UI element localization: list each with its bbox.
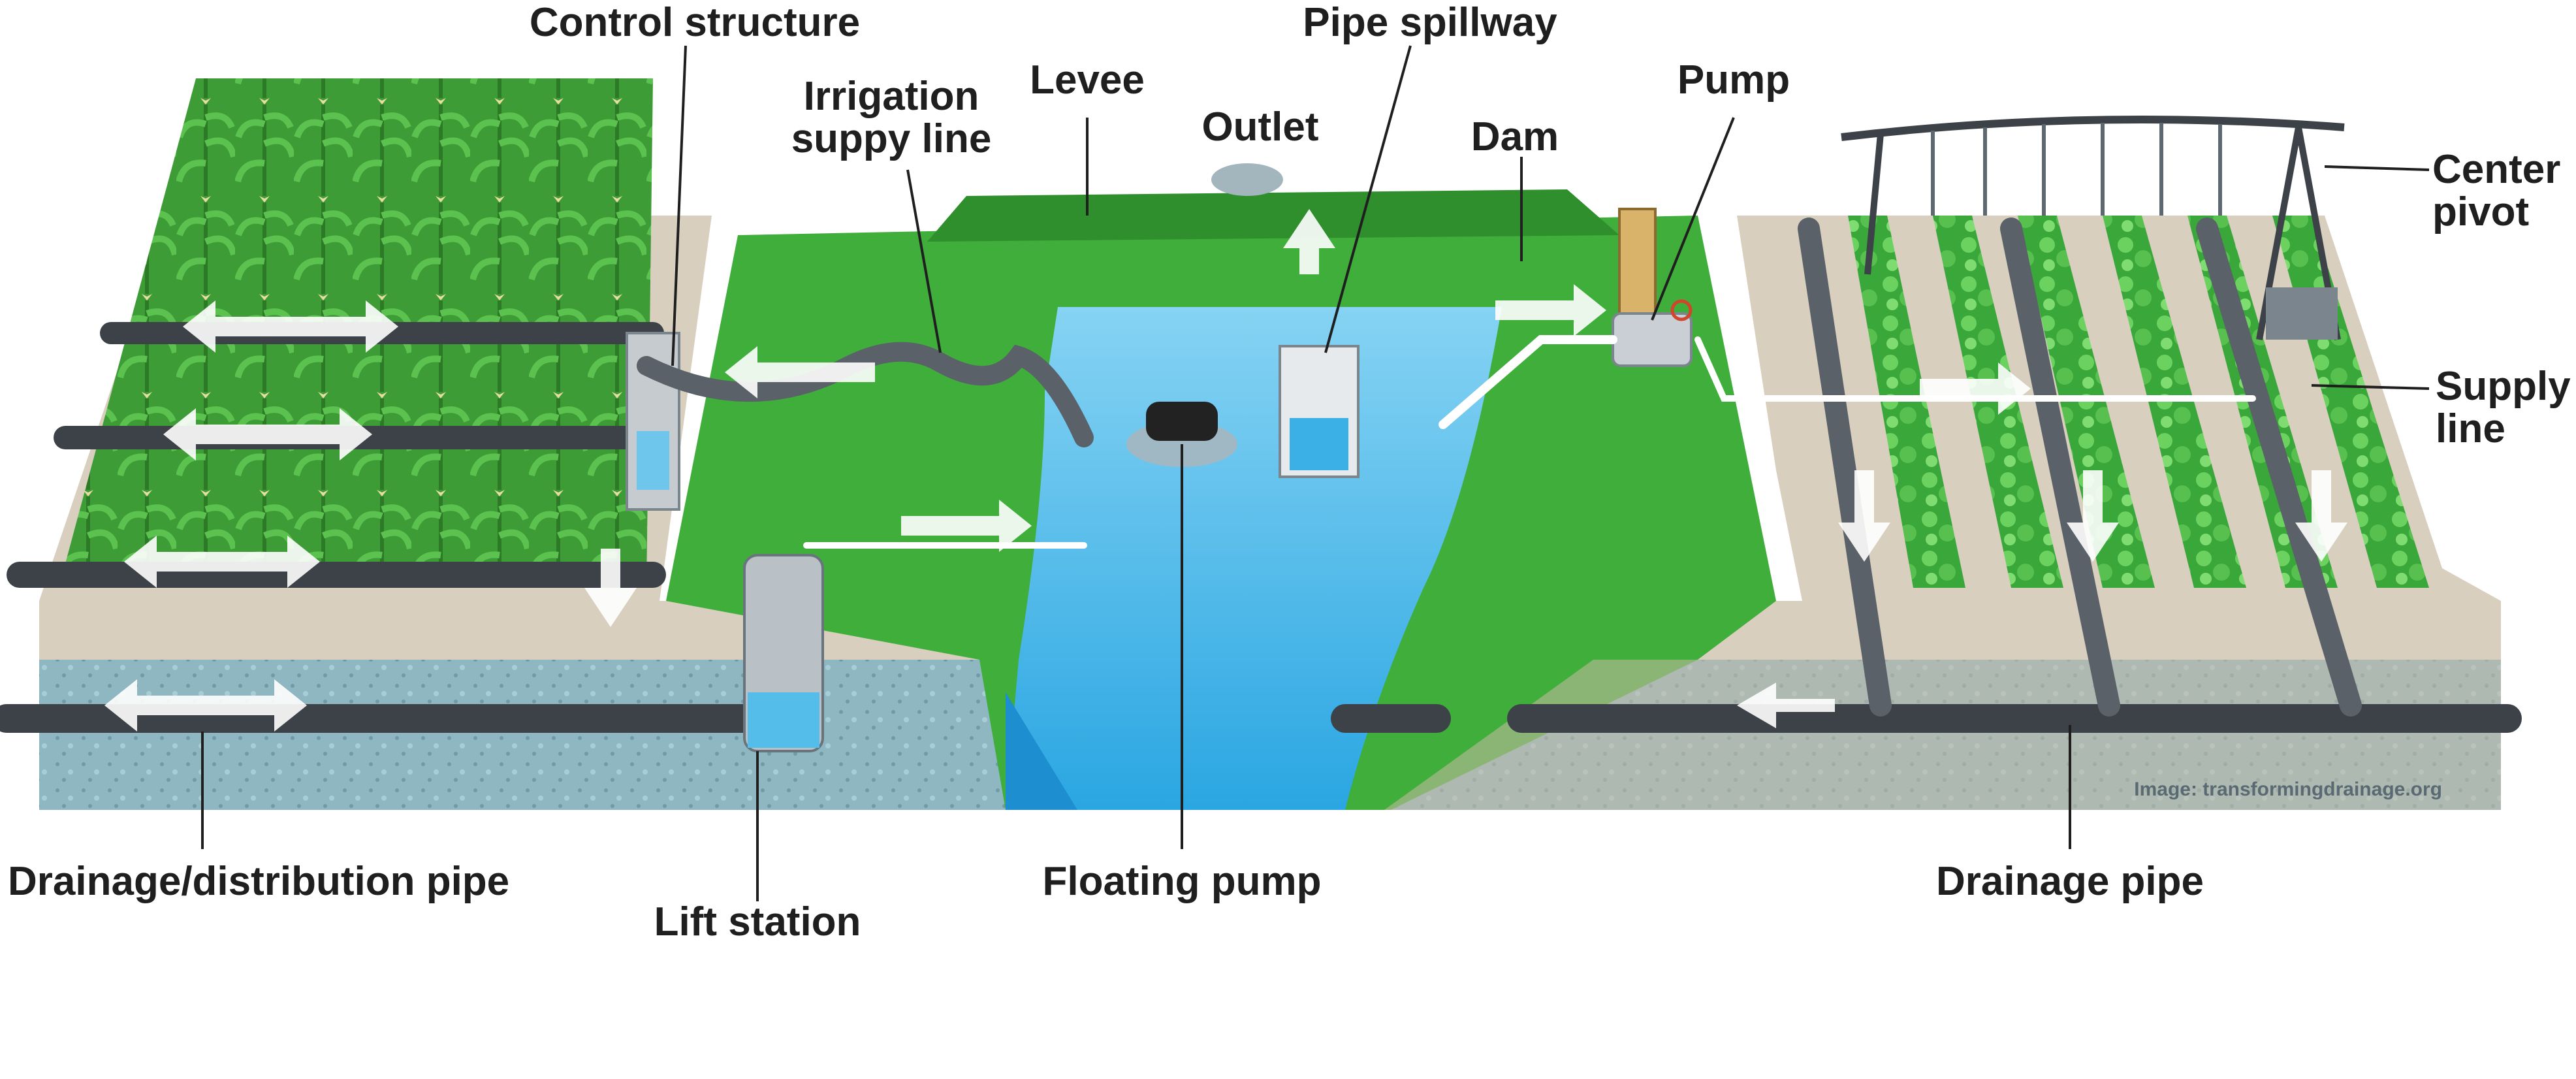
label-pipe-spillway: Pipe spillway xyxy=(1303,0,1557,45)
flow-arrow-icon xyxy=(163,408,372,460)
flow-arrow-icon xyxy=(1737,683,1835,728)
pond xyxy=(1006,307,1502,810)
label-control-structure: Control structure xyxy=(530,0,860,45)
label-levee: Levee xyxy=(1030,57,1145,103)
flow-arrow-icon xyxy=(1495,284,1606,336)
pipe-spillway xyxy=(1279,345,1360,478)
image-credit: Image: transformingdrainage.org xyxy=(2134,779,2442,800)
flow-arrow-icon xyxy=(104,679,307,732)
pivot-span xyxy=(1841,116,2345,141)
flow-arrow-icon xyxy=(901,500,1032,552)
flow-arrow-icon xyxy=(1838,470,1890,562)
pivot-base xyxy=(2266,287,2338,340)
label-supply-line-2: line xyxy=(2436,406,2505,451)
flow-arrow-icon xyxy=(1283,209,1335,274)
label-drainage-distribution-pipe: Drainage/distribution pipe xyxy=(8,859,509,904)
label-irrigation-supply-line-1: Irrigation xyxy=(804,74,979,119)
flow-arrows xyxy=(104,209,2347,732)
flow-arrow-icon xyxy=(1920,362,2031,415)
label-pump: Pump xyxy=(1678,57,1790,103)
label-center-pivot-2: pivot xyxy=(2432,189,2529,234)
flow-arrow-icon xyxy=(584,549,637,627)
flow-arrow-icon xyxy=(2295,470,2347,562)
label-drainage-pipe: Drainage pipe xyxy=(1936,859,2204,904)
leader-lines xyxy=(201,45,2430,901)
label-supply-line-1: Supply xyxy=(2436,364,2571,409)
label-irrigation-supply-line-2: suppy line xyxy=(791,116,992,161)
lift-station xyxy=(743,554,824,752)
label-outlet: Outlet xyxy=(1201,105,1318,150)
label-lift-station: Lift station xyxy=(654,899,861,944)
flow-arrow-icon xyxy=(124,536,320,588)
outlet xyxy=(1211,163,1283,196)
label-floating-pump: Floating pump xyxy=(1042,859,1321,904)
center-pivot-irrigator xyxy=(1841,116,2345,340)
flow-arrow-icon xyxy=(2067,470,2119,562)
supply-line xyxy=(1694,336,2256,402)
flow-arrow-icon xyxy=(725,346,875,398)
label-center-pivot-1: Center xyxy=(2432,147,2560,192)
label-dam: Dam xyxy=(1471,114,1559,159)
soil-mound-right xyxy=(1384,660,2501,810)
flow-arrow-icon xyxy=(183,300,398,353)
